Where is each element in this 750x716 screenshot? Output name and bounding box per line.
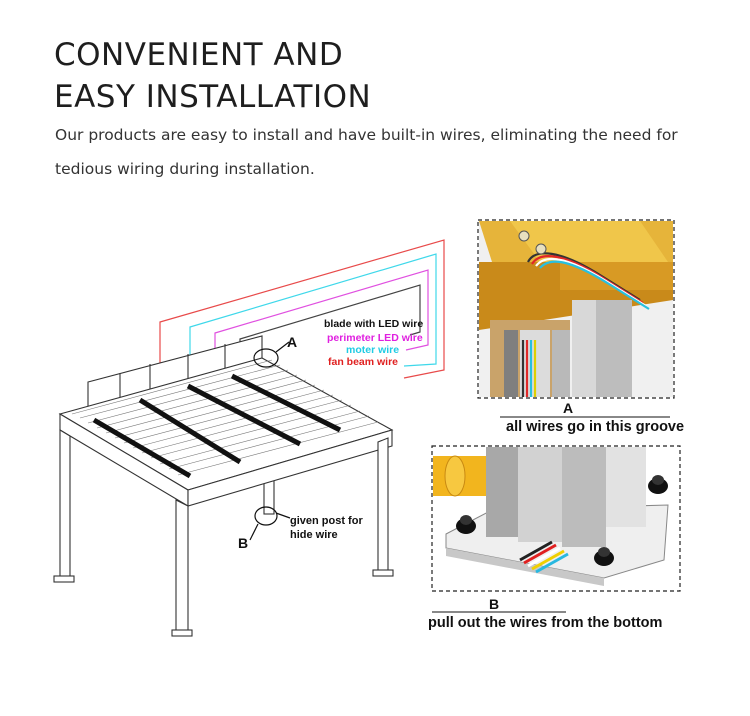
post-note-line-1: given post for	[290, 515, 363, 527]
legend-moter-wire: moter wire	[346, 344, 399, 356]
detail-a-letter: A	[563, 400, 573, 416]
detail-b: B pull out the wires from the bottom	[428, 446, 680, 631]
detail-a-caption: all wires go in this groove	[506, 419, 684, 435]
detail-a: A all wires go in this groove	[478, 220, 684, 435]
legend-fan-beam-wire: fan beam wire	[328, 356, 398, 368]
left-post-base	[54, 576, 74, 582]
right-post	[378, 438, 388, 574]
detail-b-letter: B	[489, 596, 499, 612]
legend-blade-led-wire: blade with LED wire	[324, 318, 423, 330]
right-post-base	[373, 570, 393, 576]
front-post-base	[172, 630, 192, 636]
wire-legend: blade with LED wire perimeter LED wire m…	[324, 318, 423, 368]
post-note-line-2: hide wire	[290, 529, 338, 541]
front-post	[176, 500, 188, 632]
detail-b-caption: pull out the wires from the bottom	[428, 615, 662, 631]
legend-perimeter-led-wire: perimeter LED wire	[327, 332, 423, 344]
callout-letter-a: A	[287, 334, 297, 350]
callout-letter-b: B	[238, 535, 248, 551]
pergola-drawing	[54, 336, 393, 636]
left-post	[60, 430, 70, 580]
